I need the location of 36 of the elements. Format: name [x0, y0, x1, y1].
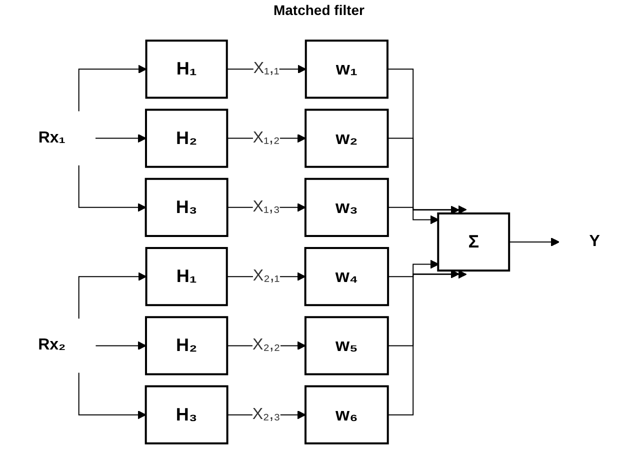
edge-label: X₁,₁ — [253, 60, 280, 78]
arrow — [78, 272, 147, 320]
edge-label: X₁,₂ — [252, 129, 280, 146]
arrow — [78, 372, 146, 420]
edge-label: X₂,₁ — [252, 268, 280, 285]
node-box: w₃ — [304, 178, 389, 237]
column-heading: Matched filter — [273, 2, 364, 18]
arrow — [508, 238, 560, 246]
arrow — [388, 260, 440, 278]
node-box: H₁ — [145, 247, 228, 306]
arrow — [95, 341, 146, 350]
node-box: w₁ — [304, 40, 388, 99]
node-box: H₃ — [144, 178, 228, 237]
edge-label: X₁,₃ — [252, 198, 280, 216]
node-box: Σ — [437, 212, 510, 272]
node-box: H₃ — [144, 385, 228, 444]
arrow — [387, 270, 460, 346]
node-box: H₂ — [145, 316, 228, 376]
arrow — [386, 68, 467, 214]
arrow — [387, 270, 467, 416]
arrow — [78, 64, 147, 112]
edge-label: X₂,₃ — [252, 406, 280, 423]
node-box: H₂ — [145, 108, 228, 168]
arrow — [78, 164, 146, 212]
node-box: w₅ — [304, 316, 389, 376]
arrow — [387, 206, 440, 224]
arrow — [95, 134, 146, 143]
node-box: w₆ — [304, 385, 389, 444]
node-text: Rx₂ — [38, 336, 66, 354]
edge-label: X₂,₂ — [252, 336, 280, 354]
node-box: w₄ — [304, 247, 390, 306]
node-box: w₂ — [304, 108, 389, 168]
arrow — [387, 138, 460, 214]
node-text: Rx₁ — [38, 129, 66, 146]
node-text: Y — [589, 232, 600, 250]
node-box: H₁ — [145, 40, 228, 99]
